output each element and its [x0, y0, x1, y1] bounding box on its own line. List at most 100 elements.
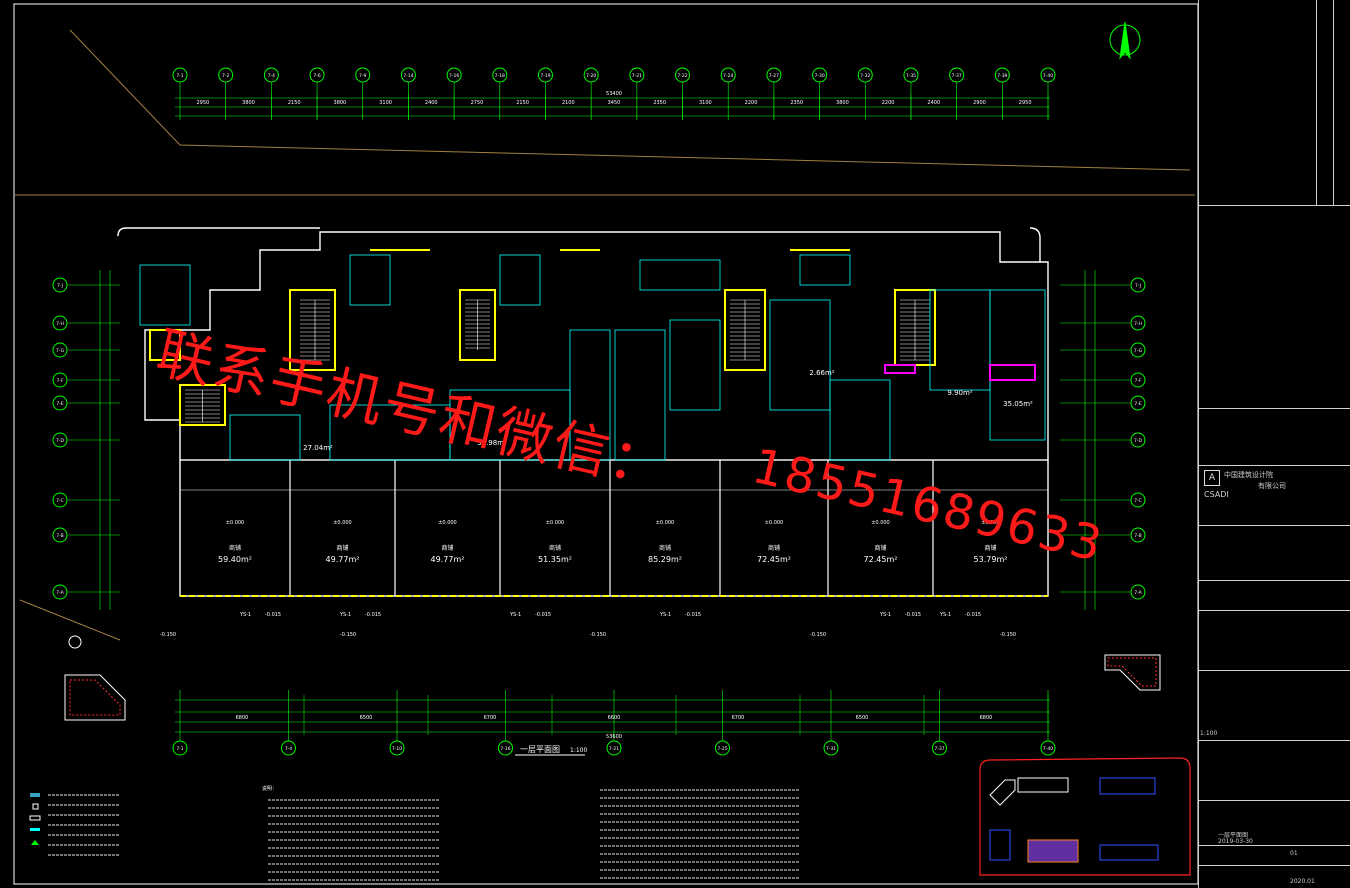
axis-bubble-top: [766, 67, 782, 83]
axis-bubble-bottom: [498, 740, 513, 756]
tb-divider: [1198, 408, 1350, 409]
shop-walls: [180, 460, 1048, 596]
building-outline: [117, 227, 1049, 597]
room-partition: [329, 404, 451, 461]
axis-bubble-top: [994, 67, 1010, 83]
dim-text-top: 2750: [471, 100, 484, 106]
axis-label-side: 7-F: [1134, 378, 1141, 384]
axis-bubble-top: [537, 67, 553, 83]
tb-divider: [1198, 670, 1350, 671]
drawing-frame: [13, 3, 1199, 885]
room-name: 商铺: [659, 544, 671, 552]
axis-bubble-top: [949, 67, 965, 83]
dim-text-bottom: 6700: [732, 715, 745, 721]
axis-bubble-top: [1040, 67, 1056, 83]
magenta-fixtures: [884, 364, 1036, 381]
axis-label-side: 7-J: [1135, 283, 1141, 289]
dim-text-bottom: 6700: [484, 715, 497, 721]
axis-bubble-side: [52, 527, 68, 543]
tb-revision-column-2: [1333, 0, 1334, 205]
tb-divider: [1198, 800, 1350, 801]
axis-bubble-side: [1130, 584, 1146, 600]
dim-text-top: 2400: [927, 100, 940, 106]
axis-label-top: 7-37: [952, 73, 962, 79]
room-partition: [829, 379, 891, 461]
axis-bubble-bottom: [281, 740, 296, 756]
core-walls: [149, 249, 1048, 597]
level-mark: -0.015: [685, 612, 701, 618]
room-partition: [499, 254, 541, 306]
dim-text-top: 2150: [288, 100, 301, 106]
company-logo-icon: A: [1204, 470, 1220, 486]
room-area: 49.77m²: [431, 555, 465, 564]
legend: [29, 793, 41, 845]
room-level: ±0.000: [871, 520, 890, 526]
drawing-date: 2019-03-30: [1218, 838, 1253, 845]
room-partition: [799, 254, 851, 286]
room-labels: 商铺59.40m²±0.000商铺49.77m²±0.000商铺49.77m²±…: [218, 520, 1007, 564]
axis-bubble-bottom: [389, 740, 405, 756]
drawing-title: 一层平面图: [1218, 832, 1249, 839]
axis-label-top: 7-22: [677, 73, 687, 79]
dim-text-top: 3800: [242, 100, 255, 106]
inner-partitions: [139, 254, 1046, 461]
axis-label-side: 7-A: [1134, 590, 1142, 596]
dim-text-bottom: 6500: [856, 715, 869, 721]
dim-text-top: 2950: [196, 100, 209, 106]
room-name: 商铺: [336, 544, 348, 552]
axis-bubble-top: [857, 67, 873, 83]
room-level: ±0.000: [226, 520, 245, 526]
axis-label-top: 7-40: [1043, 73, 1053, 79]
room-area: 72.45m²: [864, 555, 898, 564]
axis-label-bottom: 7-31: [826, 746, 836, 752]
axis-label-top: 7-4: [268, 73, 275, 79]
axis-bubble-top: [812, 67, 828, 83]
axis-bubble-side: [52, 372, 68, 388]
axis-label-side: 7-H: [1134, 321, 1142, 327]
axis-label-top: 7-14: [403, 73, 413, 79]
axis-label-bottom: 7-37: [934, 746, 944, 752]
axis-bubble-top: [355, 67, 371, 83]
axis-bubble-top: [172, 67, 188, 83]
axis-bubble-top: [629, 67, 645, 83]
axis-label-top: 7-30: [814, 73, 824, 79]
axis-label-side: 7-J: [57, 283, 63, 289]
north-arrow-icon: [1109, 21, 1141, 60]
axis-label-side: 7-E: [1134, 401, 1141, 407]
room-area: 53.79m²: [974, 555, 1008, 564]
axis-bubble-side: [1130, 315, 1146, 331]
drawing-date-2: 2020.01: [1290, 878, 1315, 885]
company-sub: 有限公司: [1258, 482, 1286, 490]
axis-bubble-bottom: [172, 740, 188, 756]
level-mark: -0.015: [365, 612, 381, 618]
dim-text-top: 2350: [653, 100, 666, 106]
axis-bubble-top: [720, 67, 736, 83]
dim-text-top: 3100: [699, 100, 712, 106]
section-tag: YS-1: [879, 612, 891, 618]
dim-text-top: 3100: [379, 100, 392, 106]
dim-text-top: 3450: [608, 100, 621, 106]
tb-divider: [1198, 525, 1350, 526]
axis-bubble-side: [1130, 372, 1146, 388]
floor-plan-scale: 1:100: [570, 747, 587, 754]
axis-label-side: 7-D: [1134, 438, 1142, 444]
axis-bubble-side: [52, 492, 68, 508]
tb-divider: [1198, 865, 1350, 866]
tb-divider: [1198, 610, 1350, 611]
axis-label-top: 7-35: [906, 73, 916, 79]
axis-bubble-side: [52, 315, 68, 331]
upper-area: 2.66m²: [809, 369, 834, 377]
axis-bubble-side: [1130, 527, 1146, 543]
axis-bubble-top: [446, 67, 462, 83]
level-mark: -0.150: [810, 632, 826, 638]
axis-label-top: 7-32: [860, 73, 870, 79]
tb-revision-column: [1316, 0, 1317, 205]
notes-block: [48, 789, 800, 881]
axis-label-bottom: 7-4: [285, 746, 292, 752]
site-boundary: [15, 29, 1195, 641]
dim-text-top: 2350: [790, 100, 803, 106]
